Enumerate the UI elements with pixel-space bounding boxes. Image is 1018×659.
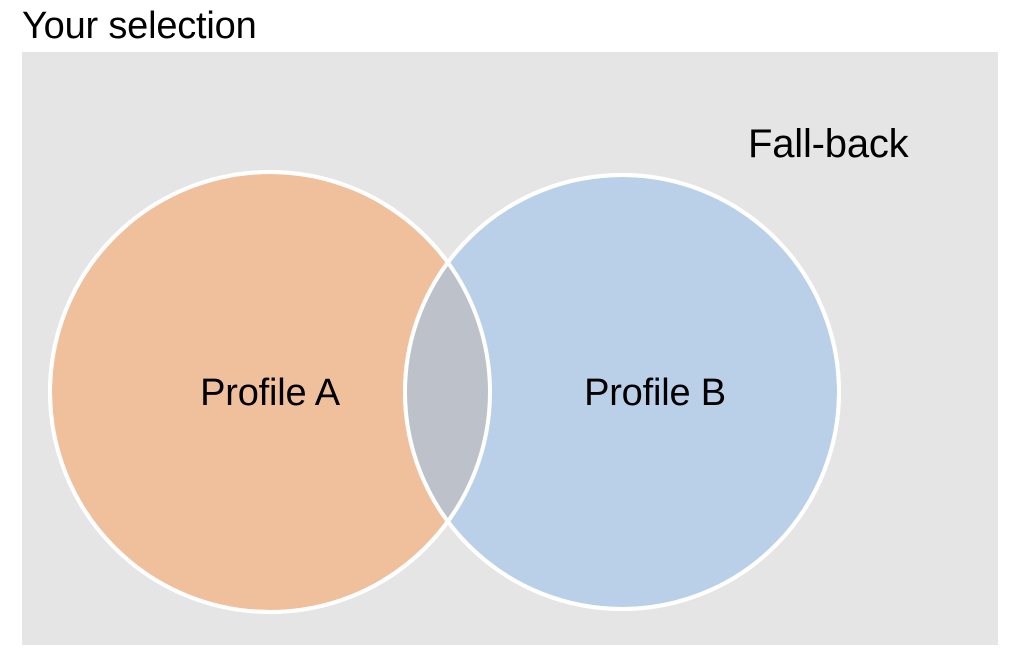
venn-diagram: Fall-back Profile A Profile B [22,52,998,645]
venn-label-profile-b: Profile B [584,372,726,414]
fallback-label: Fall-back [748,122,910,166]
venn-label-profile-a: Profile A [200,372,341,414]
venn-diagram-panel: Fall-back Profile A Profile B [22,52,998,645]
venn-circle-profile-b-outline [403,173,841,611]
venn-circle-profile-a-outline [48,170,492,614]
page-title: Your selection [22,5,257,47]
